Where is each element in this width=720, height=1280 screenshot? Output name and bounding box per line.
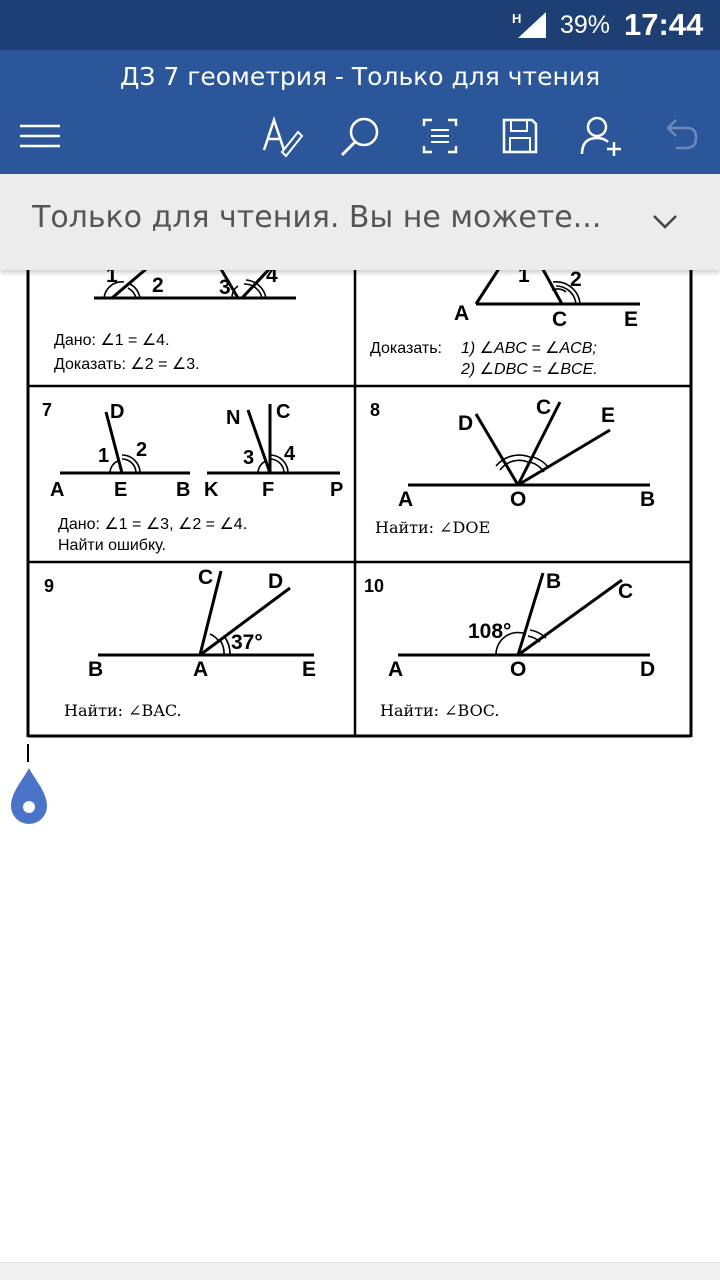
document-canvas[interactable]: 1 2 3 4 Дано: ∠1 = ∠4. Доказать: ∠2 = ∠3… <box>0 270 720 1260</box>
point-label: C <box>276 401 290 423</box>
cell-top-left: 1 2 3 4 Дано: ∠1 = ∠4. Доказать: ∠2 = ∠3… <box>54 270 296 373</box>
prove-label: Доказать: <box>370 340 442 357</box>
menu-icon <box>20 124 60 148</box>
status-bar: H 39% 17:44 <box>0 0 720 50</box>
problem-number: 9 <box>44 576 54 596</box>
angle-value: 108° <box>468 620 511 643</box>
angle-label: 1 <box>98 445 109 467</box>
angle-label: 2 <box>136 439 147 461</box>
task-text: Найти: ∠DOE <box>375 518 490 537</box>
cell-10: 10 B C 108° A O D Найти: ∠BOC. <box>364 570 655 720</box>
point-label: E <box>601 404 615 427</box>
point-label: D <box>268 570 283 593</box>
problem-number: 8 <box>370 400 380 420</box>
point-label: D <box>640 658 655 681</box>
task-text: Найти: ∠BAC. <box>64 701 182 720</box>
edit-pen-icon <box>262 116 304 158</box>
point-label: E <box>114 479 127 501</box>
expand-banner-button[interactable] <box>648 210 682 239</box>
angle-value: 37° <box>231 631 263 654</box>
point-label: C <box>618 580 633 603</box>
angle-label: 1 <box>518 270 530 287</box>
search-button[interactable] <box>336 112 384 160</box>
given-text: Дано: ∠1 = ∠3, ∠2 = ∠4. <box>58 516 247 533</box>
angle-label: 3 <box>219 276 231 299</box>
share-button[interactable] <box>578 112 626 160</box>
point-label: O <box>510 658 526 681</box>
signal-icon: H <box>512 10 548 45</box>
task-text: Найти: ∠BOC. <box>380 701 499 720</box>
app-bar: ДЗ 7 геометрия - Только для чтения <box>0 50 720 174</box>
problem-number: 10 <box>364 576 384 596</box>
point-label: E <box>302 658 316 681</box>
point-label: A <box>398 488 413 511</box>
edit-button[interactable] <box>258 112 306 160</box>
reading-view-button[interactable] <box>416 112 464 160</box>
angle-label: 3 <box>243 447 254 469</box>
cursor-handle[interactable] <box>9 766 49 833</box>
search-icon <box>340 117 379 157</box>
point-label: E <box>624 308 638 331</box>
point-label: D <box>110 401 124 423</box>
geometry-worksheet: 1 2 3 4 Дано: ∠1 = ∠4. Доказать: ∠2 = ∠3… <box>26 270 693 738</box>
point-label: F <box>262 479 274 501</box>
reading-view-icon <box>422 118 458 154</box>
point-label: P <box>330 479 343 501</box>
point-label: B <box>88 658 103 681</box>
point-label: C <box>198 566 213 589</box>
point-label: A <box>193 658 208 681</box>
point-label: N <box>226 407 240 429</box>
battery-level: 39% <box>560 11 611 39</box>
cell-7: 7 D 1 2 A E B <box>42 400 343 554</box>
point-label: A <box>50 479 64 501</box>
point-label: O <box>510 488 526 511</box>
point-label: B <box>546 570 561 593</box>
network-type: H <box>512 11 521 26</box>
point-label: C <box>536 396 551 419</box>
point-label: B <box>176 479 190 501</box>
drop-handle-icon <box>11 768 47 824</box>
document-title: ДЗ 7 геометрия - Только для чтения <box>119 62 601 91</box>
point-label: A <box>388 658 403 681</box>
read-only-message: Только для чтения. Вы не можете... <box>32 200 602 235</box>
menu-button[interactable] <box>16 112 64 160</box>
prove-text: 2) ∠DBC = ∠BCE. <box>460 361 598 378</box>
undo-button[interactable] <box>656 112 704 160</box>
point-label: C <box>552 308 567 331</box>
angle-label: 4 <box>284 443 296 465</box>
cell-8: 8 D C E A O B Найти: ∠DOE <box>370 396 655 537</box>
read-only-banner[interactable]: Только для чтения. Вы не можете... <box>0 174 720 270</box>
save-icon <box>502 118 538 154</box>
prove-text: 1) ∠ABC = ∠ACB; <box>461 340 597 357</box>
point-label: K <box>204 479 219 501</box>
chevron-down-icon <box>653 215 677 229</box>
save-button[interactable] <box>496 112 544 160</box>
problem-number: 7 <box>42 400 52 420</box>
prove-text: Доказать: ∠2 = ∠3. <box>54 356 200 373</box>
point-label: A <box>454 302 469 325</box>
point-label: D <box>458 412 473 435</box>
undo-icon <box>666 119 698 150</box>
angle-label: 2 <box>152 274 164 297</box>
angle-label: 1 <box>106 270 118 287</box>
cell-top-right: 1 2 A C E Доказать: 1) ∠ABC = ∠ACB; 2) ∠… <box>370 270 640 378</box>
point-label: B <box>640 488 655 511</box>
bottom-edge <box>0 1262 720 1280</box>
share-person-icon <box>580 116 621 156</box>
angle-label: 2 <box>570 270 582 291</box>
task-text: Найти ошибку. <box>58 537 166 554</box>
clock: 17:44 <box>624 7 704 42</box>
angle-label: 4 <box>266 270 278 287</box>
cell-9: 9 C D 37° B A E Найти: ∠BAC. <box>44 566 316 720</box>
given-text: Дано: ∠1 = ∠4. <box>54 332 170 349</box>
text-cursor <box>27 744 29 762</box>
